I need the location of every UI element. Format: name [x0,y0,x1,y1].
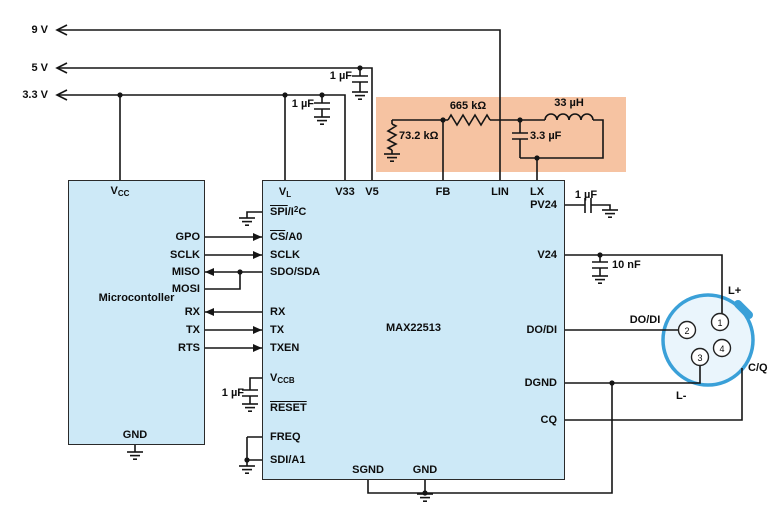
max-pin-reset: RESET [270,402,307,414]
wire-lx-loop [520,119,604,159]
microcontroller-block [68,180,205,445]
micro-pin-gnd: GND [122,429,148,441]
micro-pin-rx: RX [184,306,200,318]
micro-pin-miso: MISO [171,266,200,278]
connector-pin4-number: 4 [719,344,725,354]
max-pin-v5: V5 [365,186,379,198]
label-cap-1uf-vccb: 1 µF [221,387,244,399]
max-pin-dgnd: DGND [524,377,557,389]
highlight-region [376,97,626,172]
connector-pin2-number: 2 [684,326,690,336]
freq-sdi-gnd [238,436,262,475]
max-pin-fb: FB [435,186,451,198]
connector-pin3-circle [690,347,710,367]
cap-1uf-pv24 [565,198,619,218]
rail-3v3 [55,89,346,180]
micro-pin-rts: RTS [178,342,200,354]
max-pin-sclk: SCLK [270,249,300,261]
bottom-gnd-net [367,383,613,503]
resistor-73k2 [386,123,398,151]
m12-connector-pins [677,312,732,367]
micro-pin-sclk: SCLK [170,249,200,261]
arrow-9v [55,24,68,36]
resistor-665k [447,113,491,127]
label-cap-1uf-pv24: 1 µF [574,189,598,201]
max-title: MAX22513 [385,322,442,334]
micro-pin-gpo: GPO [175,231,200,243]
max-pin-pv24: PV24 [530,199,557,211]
micro-title: Microcontoller [98,292,175,304]
max-pin-txen: TXEN [270,342,300,354]
label-ind-33uh: 33 µH [554,97,584,109]
max-pin-lin: LIN [491,186,509,198]
connector-key-notch [734,300,753,319]
junction-dots [117,65,615,496]
max-pin-spi-i2c: SPI/I2C [270,205,307,218]
wire-mosi-join [205,272,241,290]
wire-cq [565,368,743,421]
label-res-73k2: 73.2 kΩ [399,130,439,142]
max-pin-freq: FREQ [270,431,301,443]
micro-gnd-stub [126,445,144,461]
label-lminus: L- [676,390,687,402]
arrow-3v3 [55,89,68,101]
m12-connector-body [661,293,755,387]
max-pin-lx: LX [529,186,545,198]
max-pin-gnd: GND [412,464,438,476]
max-pin-sdi-a1: SDI/A1 [270,454,306,466]
uart-wires [205,311,262,349]
micro-pin-vcc: VCC [110,185,130,198]
rail-5v [55,62,373,180]
label-5v-rail: 5 V [31,62,48,74]
max-pin-dodi: DO/DI [526,324,557,336]
signal-arrowheads [205,233,262,352]
arrow-5v [55,62,68,74]
max-pin-vl: VL [278,186,292,199]
cap-1uf-3v3 [313,95,331,125]
label-cap-1uf-5v: 1 µF [329,70,352,82]
label-cap-3u3: 3.3 µF [530,130,562,142]
max22513-block [262,180,565,480]
max-pin-tx: TX [270,324,285,336]
spi-mode-gnd-stub [238,211,262,226]
label-lplus: L+ [728,285,742,297]
connector-pin3-number: 3 [697,353,703,363]
connector-pin1-number: 1 [717,318,723,328]
max-pin-sgnd: SGND [352,464,384,476]
max-pin-vccb: VCCB [270,372,295,385]
feedback-network [383,113,604,180]
label-res-665k: 665 kΩ [449,100,487,112]
max-pin-sdo-sda: SDO/SDA [270,266,321,278]
max-pin-cq: CQ [540,414,558,426]
label-cq: C/Q [748,362,768,374]
label-cap-10nf: 10 nF [612,259,641,271]
max-pin-v24: V24 [537,249,557,261]
connector-pin2-circle [677,320,697,340]
max-pin-cs-a0: CS/A0 [270,231,303,243]
cap-1uf-vccb [241,377,262,413]
label-3v3-rail: 3.3 V [22,89,48,101]
v24-net [565,254,723,314]
connector-pin4-circle [712,338,732,358]
micro-pin-tx: TX [185,324,200,336]
spi-bus-wires [205,236,262,290]
label-dodi-wire: DO/DI [629,314,661,326]
cap-10nf-v24 [592,255,608,276]
max-pin-rx: RX [270,306,286,318]
rail-9v [55,24,501,180]
cap-1uf-5v [351,68,369,100]
inductor-33uh [544,113,594,121]
cap-3u3-out [512,120,528,158]
max-pin-v33: V33 [335,186,355,198]
label-cap-1uf-3v3: 1 µF [291,98,314,110]
connector-pin1-circle [710,312,730,332]
micro-pin-mosi: MOSI [171,283,200,295]
label-9v-rail: 9 V [31,24,48,36]
